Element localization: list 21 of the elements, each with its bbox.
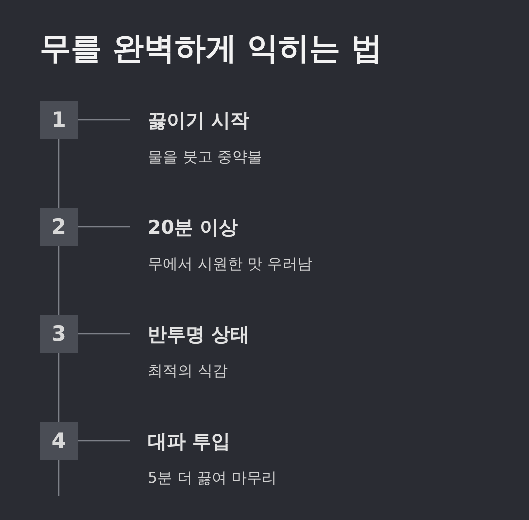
timeline-line [58,353,60,422]
step-description: 무에서 시원한 맛 우러남 [148,255,312,274]
step-description: 물을 붓고 중약불 [148,148,263,167]
step-number: 3 [40,315,78,353]
step-description: 5분 더 끓여 마무리 [148,469,277,488]
connector-line [78,119,130,121]
step-heading: 대파 투입 [148,430,231,455]
title: 무를 완벽하게 익히는 법 [40,30,382,69]
timeline-line [58,460,60,496]
step-heading: 20분 이상 [148,216,238,241]
step-number: 4 [40,422,78,460]
connector-line [78,333,130,335]
step-heading: 반투명 상태 [148,323,250,348]
timeline-line [58,246,60,315]
step-description: 최적의 식감 [148,362,228,381]
connector-line [78,226,130,228]
step-heading: 끓이기 시작 [148,109,250,134]
step-number: 2 [40,208,78,246]
connector-line [78,440,130,442]
timeline-line [58,139,60,208]
step-number: 1 [40,101,78,139]
